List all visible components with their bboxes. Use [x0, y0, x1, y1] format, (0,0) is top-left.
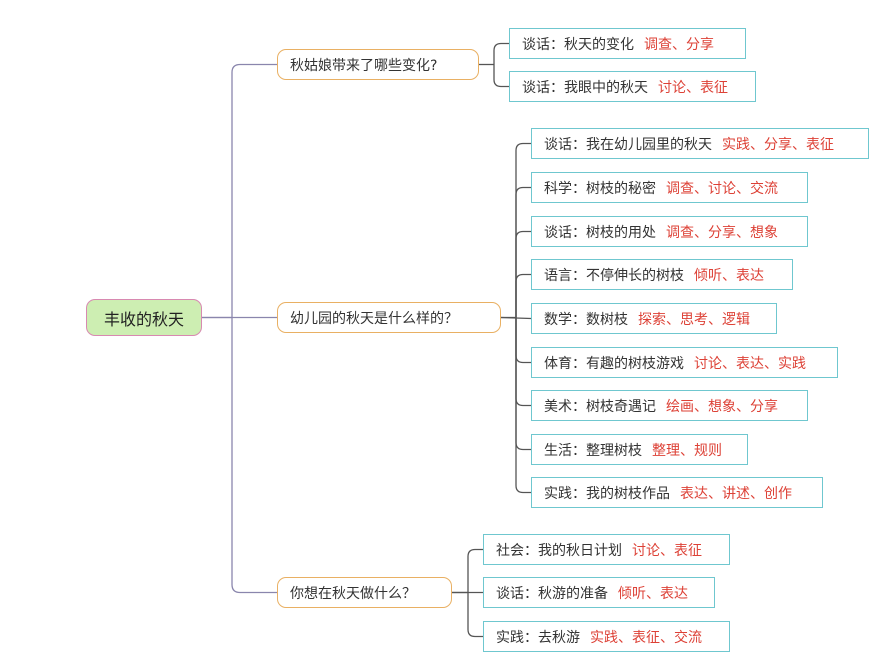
leaf-node[interactable]: 实践：我的树枝作品表达、讲述、创作: [531, 477, 823, 508]
leaf-label: 谈话：秋游的准备: [496, 585, 608, 602]
root-to-branch-line: [231, 63, 277, 318]
leaf-skills: 调查、分享、想象: [666, 224, 778, 241]
leaf-label: 科学：树枝的秘密: [544, 180, 656, 197]
leaf-node[interactable]: 谈话：树枝的用处调查、分享、想象: [531, 216, 808, 247]
leaf-label: 谈话：秋天的变化: [522, 36, 634, 53]
branch-to-leaf-line: [515, 230, 531, 318]
branch-to-leaf-line: [493, 64, 509, 88]
leaf-node[interactable]: 美术：树枝奇遇记绘画、想象、分享: [531, 390, 808, 421]
leaf-skills: 探索、思考、逻辑: [638, 311, 750, 328]
root-to-branch-line: [231, 317, 277, 594]
leaf-skills: 讨论、表征: [658, 79, 728, 96]
leaf-skills: 倾听、表达: [618, 585, 688, 602]
leaf-skills: 倾听、表达: [694, 267, 764, 284]
branch-to-leaf-line: [515, 142, 531, 318]
branch-to-leaf-line: [515, 317, 531, 364]
leaf-label: 美术：树枝奇遇记: [544, 398, 656, 415]
branch-node-kindergarten-autumn[interactable]: 幼儿园的秋天是什么样的？: [277, 302, 501, 333]
branch-to-leaf-line: [515, 273, 531, 318]
leaf-skills: 表达、讲述、创作: [680, 485, 792, 502]
branch-node-autumn-changes[interactable]: 秋姑娘带来了哪些变化?: [277, 49, 479, 80]
leaf-node[interactable]: 社会：我的秋日计划讨论、表征: [483, 534, 730, 565]
leaf-skills: 调查、分享: [644, 36, 714, 53]
leaf-node[interactable]: 科学：树枝的秘密调查、讨论、交流: [531, 172, 808, 203]
leaf-skills: 整理、规则: [652, 442, 722, 459]
leaf-skills: 绘画、想象、分享: [666, 398, 778, 415]
branch-to-leaf-line: [493, 42, 509, 65]
leaf-label: 谈话：树枝的用处: [544, 224, 656, 241]
leaf-skills: 讨论、表征: [632, 542, 702, 559]
leaf-node[interactable]: 谈话：我眼中的秋天讨论、表征: [509, 71, 756, 102]
leaf-label: 实践：我的树枝作品: [544, 485, 670, 502]
leaf-label: 体育：有趣的树枝游戏: [544, 355, 684, 372]
branch-to-leaf-line: [515, 186, 531, 318]
leaf-label: 实践：去秋游: [496, 629, 580, 646]
leaf-label: 社会：我的秋日计划: [496, 542, 622, 559]
branch-node-autumn-plans[interactable]: 你想在秋天做什么？: [277, 577, 452, 608]
root-node[interactable]: 丰收的秋天: [86, 299, 202, 336]
branch-to-leaf-line: [467, 548, 483, 593]
leaf-label: 谈话：我在幼儿园里的秋天: [544, 136, 712, 153]
leaf-node[interactable]: 生活：整理树枝整理、规则: [531, 434, 748, 465]
branch-to-leaf-line: [467, 592, 483, 638]
leaf-skills: 实践、分享、表征: [722, 136, 834, 153]
leaf-node[interactable]: 谈话：秋游的准备倾听、表达: [483, 577, 715, 608]
branch-to-leaf-line: [500, 316, 532, 320]
leaf-node[interactable]: 谈话：秋天的变化调查、分享: [509, 28, 746, 59]
leaf-skills: 调查、讨论、交流: [666, 180, 778, 197]
leaf-node[interactable]: 语言：不停伸长的树枝倾听、表达: [531, 259, 793, 290]
leaf-label: 谈话：我眼中的秋天: [522, 79, 648, 96]
leaf-skills: 实践、表征、交流: [590, 629, 702, 646]
branch-to-leaf-line: [515, 317, 531, 451]
leaf-label: 生活：整理树枝: [544, 442, 642, 459]
leaf-skills: 讨论、表达、实践: [694, 355, 806, 372]
leaf-label: 数学：数树枝: [544, 311, 628, 328]
branch-to-leaf-line: [515, 317, 531, 494]
leaf-node[interactable]: 数学：数树枝探索、思考、逻辑: [531, 303, 777, 334]
leaf-label: 语言：不停伸长的树枝: [544, 267, 684, 284]
leaf-node[interactable]: 体育：有趣的树枝游戏讨论、表达、实践: [531, 347, 838, 378]
leaf-node[interactable]: 谈话：我在幼儿园里的秋天实践、分享、表征: [531, 128, 869, 159]
leaf-node[interactable]: 实践：去秋游实践、表征、交流: [483, 621, 730, 652]
branch-to-leaf-line: [515, 317, 531, 407]
